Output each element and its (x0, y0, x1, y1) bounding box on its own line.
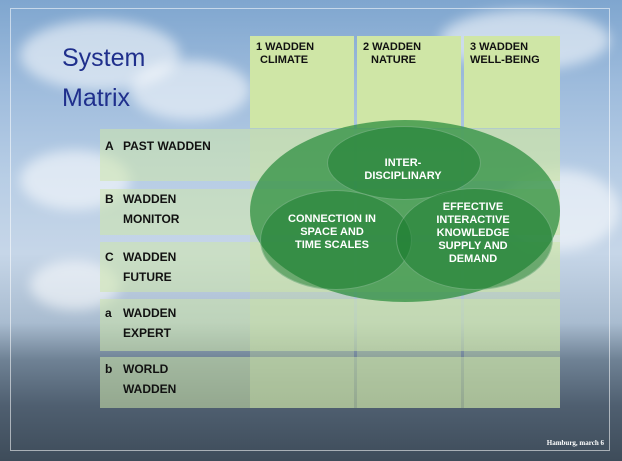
row-label-b: b WORLD WADDEN (105, 359, 176, 399)
row-letter-B: B (105, 192, 114, 206)
interdisciplinary-label: INTER- DISCIPLINARY (340, 157, 466, 183)
row-band-a (100, 299, 560, 351)
row-B-line1: WADDEN (123, 192, 177, 206)
row-label-C: C WADDEN FUTURE (105, 247, 176, 287)
row-A-line1: PAST WADDEN (123, 139, 211, 153)
row-C-line2: FUTURE (123, 270, 172, 284)
knowledge-line3: KNOWLEDGE (436, 227, 510, 239)
row-letter-A: A (105, 139, 114, 153)
row-label-A: A PAST WADDEN (105, 136, 211, 156)
column-header-1-line2: CLIMATE (260, 54, 309, 66)
row-a-line2: EXPERT (123, 326, 172, 340)
column-header-2-line1: 2 WADDEN (363, 41, 422, 53)
column-header-3-line1: 3 WADDEN (470, 41, 529, 53)
row-letter-a: a (105, 306, 112, 320)
column-header-3-line2: WELL-BEING (470, 54, 540, 66)
knowledge-line4: SUPPLY AND (438, 240, 508, 252)
knowledge-line2: INTERACTIVE (436, 214, 510, 226)
column-header-1-line1: 1 WADDEN (256, 41, 315, 53)
column-header-1: 1 WADDEN CLIMATE (250, 36, 354, 128)
connection-label: CONNECTION IN SPACE AND TIME SCALES (270, 213, 394, 252)
slide-title-line2: Matrix (62, 84, 131, 112)
cloud-decoration (130, 60, 250, 120)
column-header-3: 3 WADDEN WELL-BEING (464, 36, 560, 128)
row-B-line2: MONITOR (123, 212, 180, 226)
column-header-2: 2 WADDEN NATURE (357, 36, 461, 128)
connection-line2: SPACE AND (300, 226, 364, 238)
row-a-line1: WADDEN (123, 306, 177, 320)
row-label-B: B WADDEN MONITOR (105, 189, 179, 229)
row-letter-C: C (105, 250, 114, 264)
interdisciplinary-ellipse (327, 126, 481, 200)
interdisciplinary-line1: INTER- (384, 157, 422, 169)
connection-line3: TIME SCALES (295, 239, 369, 251)
row-C-line1: WADDEN (123, 250, 177, 264)
row-b-line2: WADDEN (123, 382, 177, 396)
interdisciplinary-line2: DISCIPLINARY (364, 170, 442, 182)
row-letter-b: b (105, 362, 113, 376)
row-b-line1: WORLD (123, 362, 169, 376)
connection-ellipse (260, 190, 412, 290)
knowledge-ellipse (396, 188, 553, 290)
knowledge-line1: EFFECTIVE (442, 201, 504, 213)
footer-text: Hamburg, march 6 (546, 439, 604, 447)
row-label-a: a WADDEN EXPERT (105, 303, 176, 343)
slide-frame (10, 8, 610, 451)
knowledge-label: EFFECTIVE INTERACTIVE KNOWLEDGE SUPPLY A… (412, 201, 534, 266)
knowledge-line5: DEMAND (448, 253, 498, 265)
connection-line1: CONNECTION IN (288, 213, 376, 225)
column-header-2-line2: NATURE (371, 54, 417, 66)
row-band-b (100, 357, 560, 408)
slide-title-line1: System (62, 44, 146, 72)
